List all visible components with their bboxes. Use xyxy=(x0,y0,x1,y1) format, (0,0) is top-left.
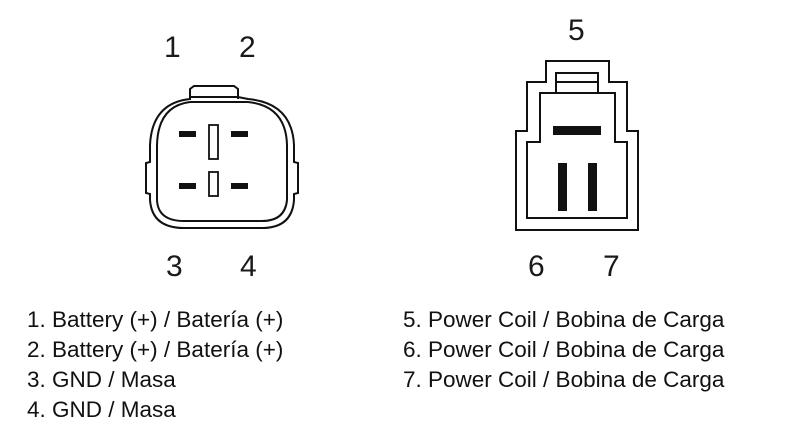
legend-item-4: 4. GND / Masa xyxy=(27,397,176,422)
legend-item-3: 3. GND / Masa xyxy=(27,367,176,392)
connector-a-pin-blades xyxy=(179,131,248,189)
pin-label-1: 1 xyxy=(164,31,181,64)
pin-blade-4 xyxy=(231,183,248,189)
connector-b-pin-blades xyxy=(553,126,601,211)
pin-blade-6 xyxy=(558,163,567,211)
pin-label-5: 5 xyxy=(568,14,585,47)
legend-right: 5. Power Coil / Bobina de Carga 6. Power… xyxy=(403,305,724,395)
pin-blade-1 xyxy=(179,131,196,137)
legend-left: 1. Battery (+) / Batería (+) 2. Battery … xyxy=(27,305,283,425)
pin-blade-2 xyxy=(231,131,248,137)
legend-item-5: 5. Power Coil / Bobina de Carga xyxy=(403,307,725,332)
pin-label-3: 3 xyxy=(166,250,183,283)
pin-label-4: 4 xyxy=(240,250,257,283)
legend-item-1: 1. Battery (+) / Batería (+) xyxy=(27,307,284,332)
pin-blade-3 xyxy=(179,183,196,189)
legend-item-7: 7. Power Coil / Bobina de Carga xyxy=(403,367,725,392)
connector-b-3pin xyxy=(515,60,639,231)
legend-item-6: 6. Power Coil / Bobina de Carga xyxy=(403,337,725,362)
pin-blade-7 xyxy=(588,163,597,211)
pin-label-2: 2 xyxy=(239,31,256,64)
pin-label-6: 6 xyxy=(528,250,545,283)
connector-diagrams xyxy=(145,60,639,231)
legend-item-2: 2. Battery (+) / Batería (+) xyxy=(27,337,284,362)
connector-a-4pin xyxy=(145,85,299,229)
pin-blade-5 xyxy=(553,126,601,135)
pin-label-7: 7 xyxy=(603,250,620,283)
